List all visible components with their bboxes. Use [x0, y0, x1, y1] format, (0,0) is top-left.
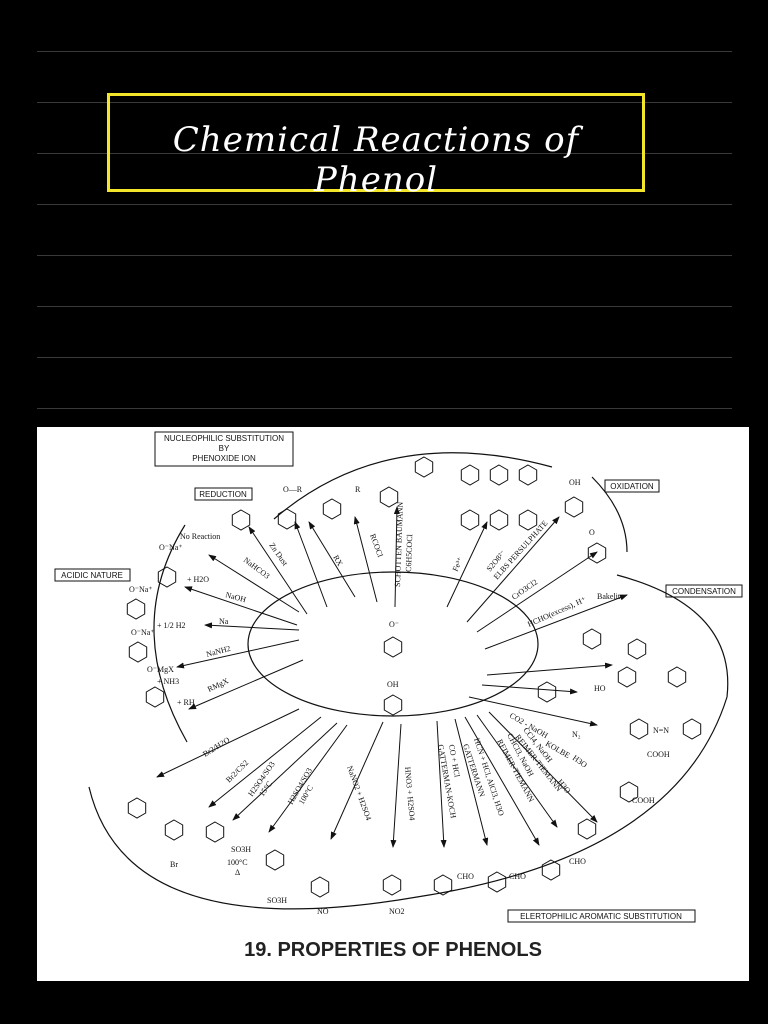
product-so3h-2: SO3H [267, 896, 287, 905]
product-n2: N₂ [572, 730, 581, 739]
acidic-box [54, 568, 131, 582]
product-cho-1: CHO [569, 857, 586, 866]
phenoxide-label: O⁻ [389, 620, 399, 629]
product-structures [126, 456, 702, 898]
product-ona-1: O⁻Na⁺ [159, 543, 183, 552]
reagent-benzoyl: C6H5COCl [404, 533, 414, 572]
reduction-label: REDUCTION [199, 490, 247, 499]
product-delta: Δ [235, 868, 240, 877]
reagent-hcho: HCHO(excess), H⁺ [526, 595, 587, 629]
oxidation-label: OXIDATION [610, 482, 654, 491]
reagent-rx: RX [331, 554, 344, 568]
product-omgx: O⁻MgX [147, 665, 174, 674]
acidic-label: ACIDIC NATURE [61, 571, 123, 580]
reduction-box [194, 487, 253, 501]
electrophilic-label: ELERTOPHILIC AROMATIC SUBSTITUTION [520, 912, 682, 921]
reaction-diagram: O⁻ OH NUCLEOPHILIC SUBSTITUTION BY PHENO… [54, 431, 743, 923]
reagent-rmgx: RMgX [206, 676, 230, 694]
title-box: Chemical Reactions of Phenol [107, 93, 645, 200]
nucleophilic-box [154, 431, 294, 467]
bottom-arc [88, 574, 729, 910]
figure-caption: 19. PROPERTIES OF PHENOLS [244, 939, 542, 961]
notebook-rule [37, 408, 732, 409]
product-temp: 100°C [227, 858, 248, 867]
product-no2: NO2 [389, 907, 405, 916]
product-ona-3: O⁻Na⁺ [131, 628, 155, 637]
electrophilic-box [507, 909, 696, 923]
reagent-hno: HNO3 + H2SO4 [403, 766, 417, 820]
product-cho-2: CHO [509, 872, 526, 881]
notebook-rule [37, 204, 732, 205]
reagent-naoh: NaOH [224, 590, 247, 604]
condensation-box [665, 584, 743, 598]
nucleophilic-line-3: PHENOXIDE ION [192, 454, 256, 463]
product-azo: N=N [653, 726, 669, 735]
left-arc [153, 524, 188, 743]
nucleophilic-line-2: BY [219, 444, 230, 453]
product-o: O [589, 528, 595, 537]
oxidation-arc [591, 476, 628, 553]
notebook-rule [37, 153, 732, 154]
product-nh3: + NH3 [157, 677, 179, 686]
reagent-br2h2o: Br2/H2O [201, 735, 231, 759]
reagent-nanh: NaNH2 [205, 644, 231, 659]
product-or: O—R [283, 485, 303, 494]
product-cooh-2: COOH [632, 796, 655, 805]
product-h2o: + H2O [187, 575, 209, 584]
phenol-label: OH [387, 680, 399, 689]
center-ellipse [247, 571, 539, 717]
reagent-cro: CrO3Cl2 [510, 577, 539, 601]
reaction-arrows [156, 506, 628, 848]
phenol-reactions-figure: O⁻ OH NUCLEOPHILIC SUBSTITUTION BY PHENO… [37, 427, 749, 981]
reagent-na: Na [219, 617, 229, 626]
product-br: Br [170, 860, 178, 869]
product-ho: HO [594, 684, 606, 693]
reagent-zn: Zn Dust [267, 541, 290, 568]
page-title: Chemical Reactions of Phenol [172, 120, 580, 200]
nucleophilic-line-1: NUCLEOPHILIC SUBSTITUTION [164, 434, 284, 443]
reagent-rcocl: RCOCl [368, 533, 385, 559]
notebook-rule [37, 255, 732, 256]
notebook-rule [37, 357, 732, 358]
product-oh: OH [569, 478, 581, 487]
product-cho-3: CHO [457, 872, 474, 881]
reagent-nano: NaNO2 + H2SO4 [345, 765, 373, 822]
product-no: NO [317, 907, 329, 916]
reagent-schotten: SCHOTTEN BAUMANN [393, 501, 405, 587]
product-no-reaction: No Reaction [180, 532, 220, 541]
phenol-ring [383, 694, 403, 716]
notebook-rule [37, 102, 732, 103]
product-ocr: R [355, 485, 361, 494]
top-arc [273, 452, 553, 520]
oxidation-box [604, 479, 660, 493]
phenoxide-ring [383, 636, 403, 658]
condensation-label: CONDENSATION [672, 587, 736, 596]
product-h2: + 1/2 H2 [157, 621, 186, 630]
product-bakelite: Bakelite [597, 592, 624, 601]
product-cooh-1: COOH [647, 750, 670, 759]
product-so3h-1: SO3H [231, 845, 251, 854]
notebook-rule [37, 306, 732, 307]
reagent-fe: Fe³⁺ [451, 556, 465, 573]
product-rh: + RH [177, 698, 195, 707]
reagent-nahco: NaHCO3 [242, 555, 272, 580]
reagent-h3o-2: H3O [571, 753, 589, 769]
notebook-rule [37, 51, 732, 52]
product-ona-2: O⁻Na⁺ [129, 585, 153, 594]
reagent-br2cs: Br2/CS2 [224, 758, 250, 784]
